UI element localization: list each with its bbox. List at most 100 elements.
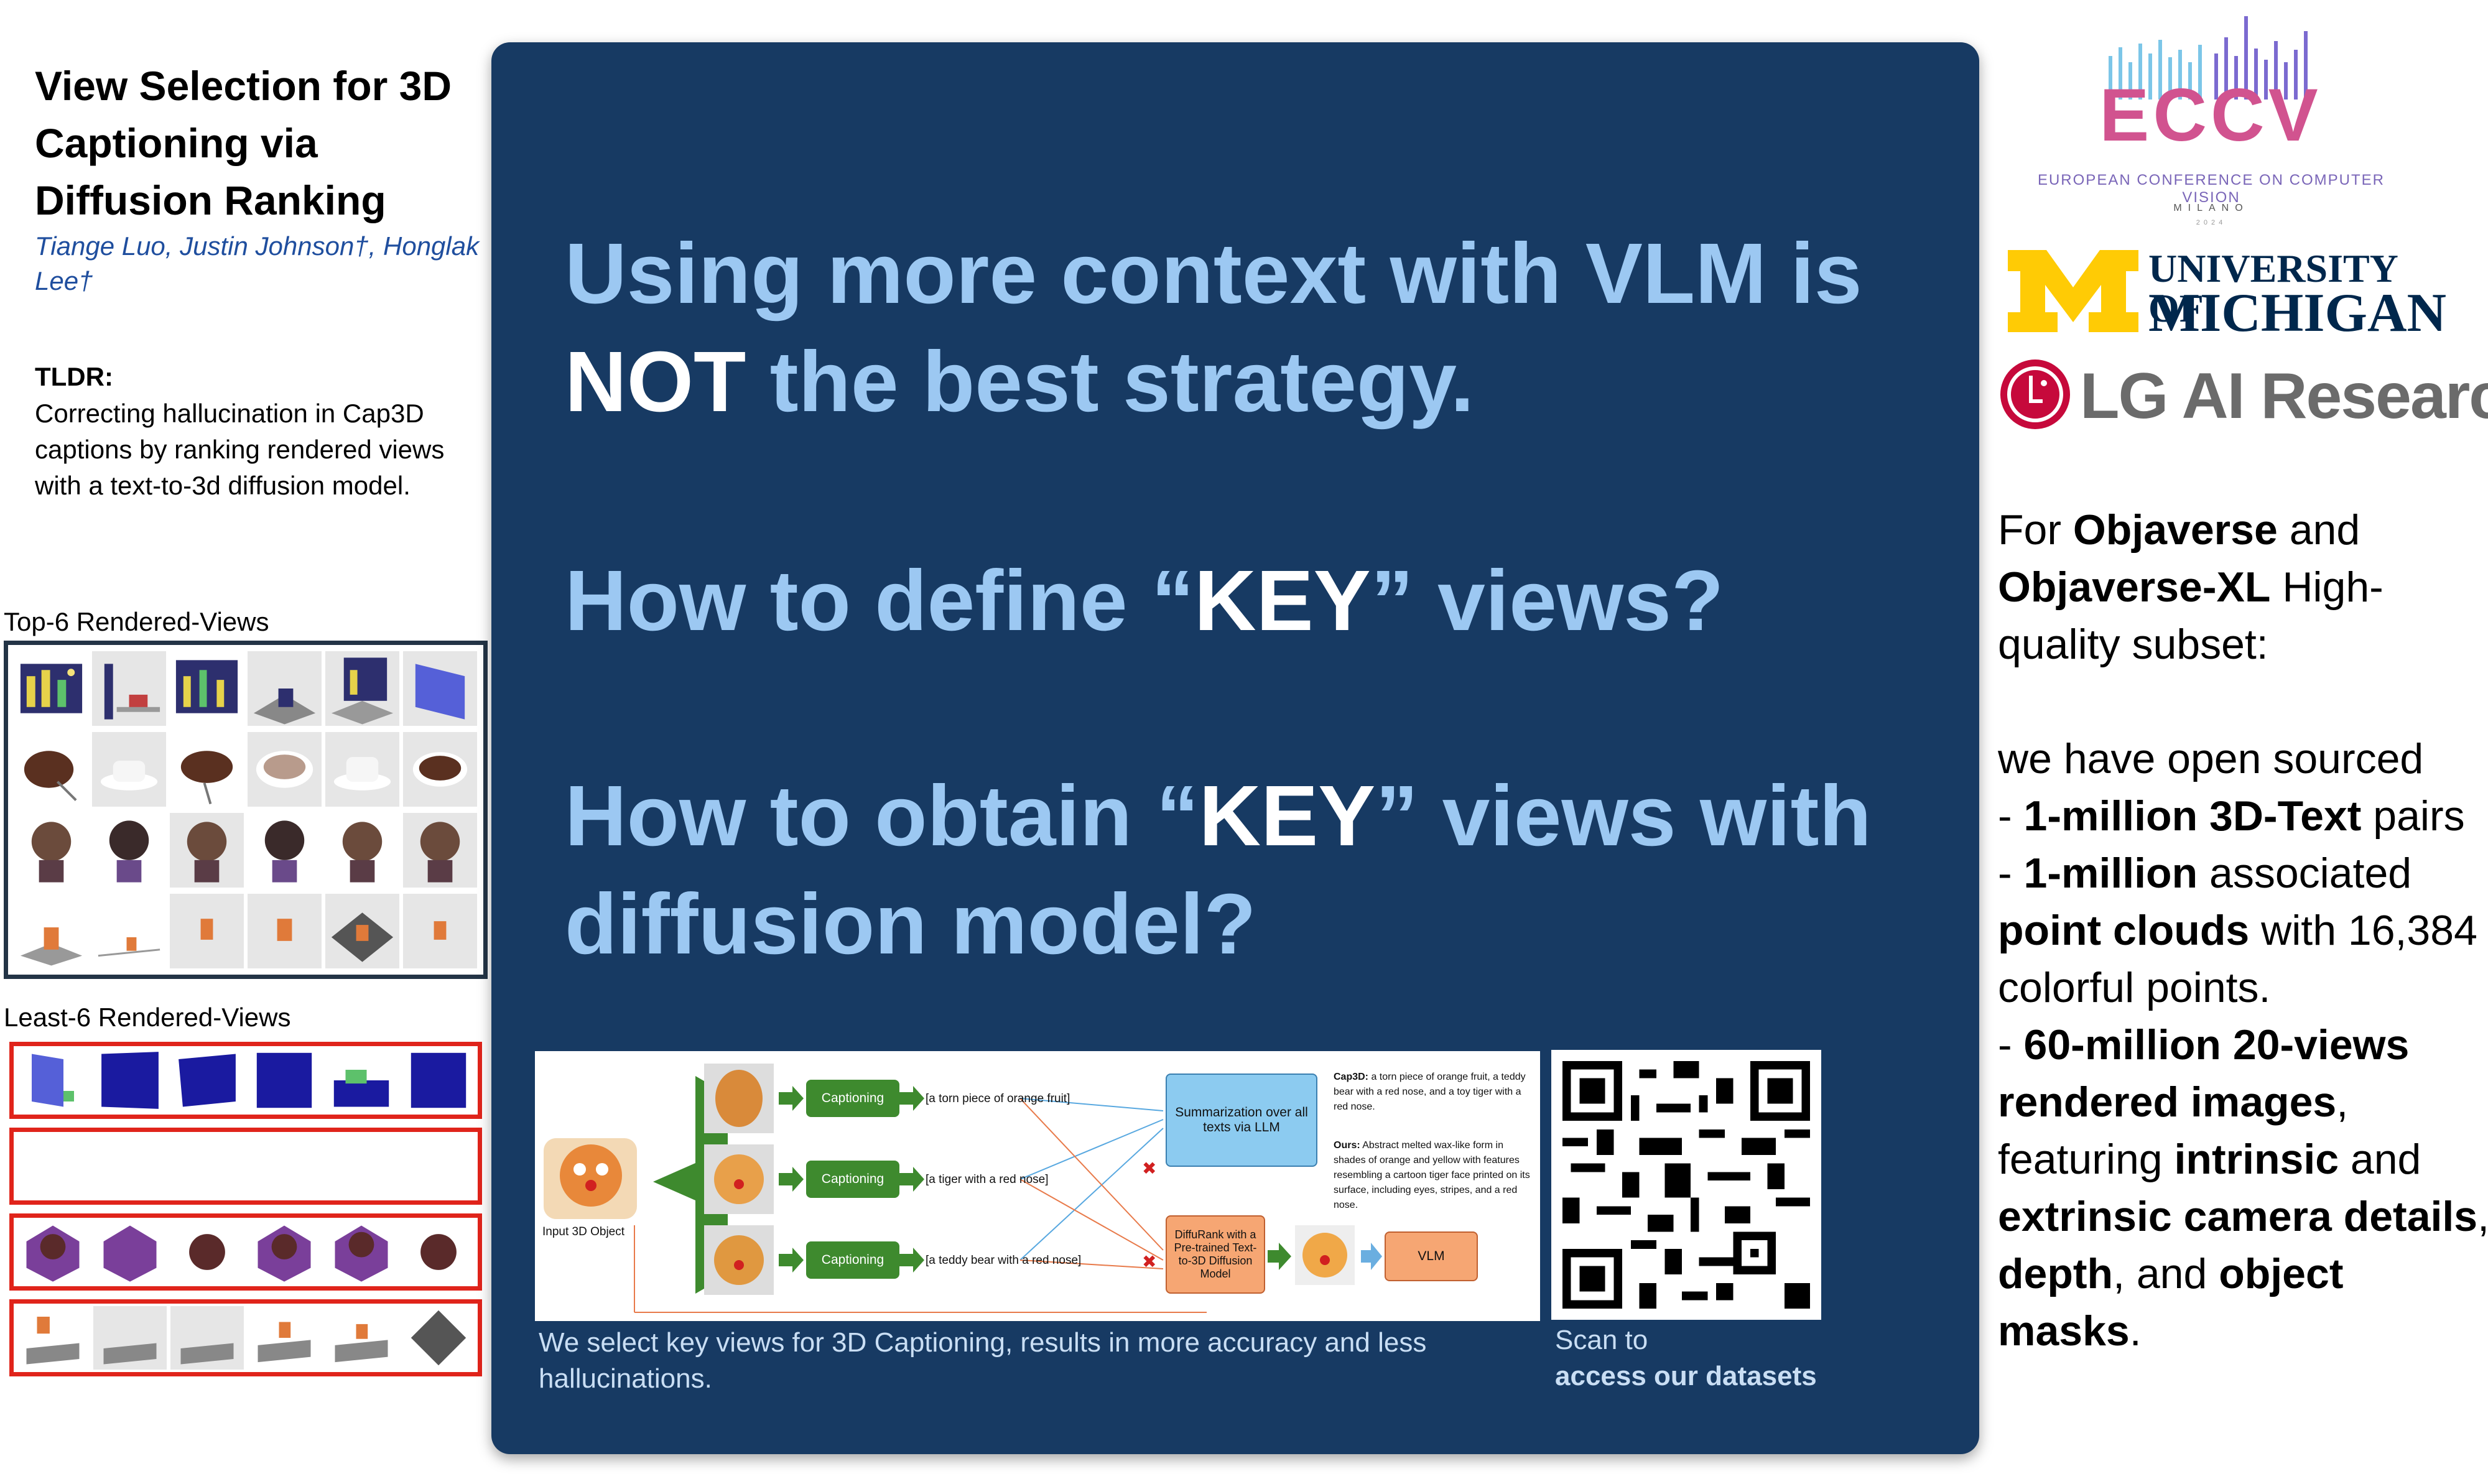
text: pairs [2361, 792, 2465, 840]
dataset-description: For Objaverse and Objaverse-XL High-qual… [1998, 501, 2488, 1360]
lg-logo: LG AI Research [1998, 352, 2488, 445]
render-thumb [248, 1220, 321, 1284]
top-row-box [14, 894, 477, 968]
render-thumb [248, 813, 322, 888]
eccv-year: 2024 [2196, 219, 2227, 226]
question-emphasis: NOT [565, 334, 746, 430]
diffurank-box: DiffuRank with a Pre-trained Text-to-3D … [1166, 1215, 1265, 1294]
text: with 16,384 colorful points. [1998, 907, 2477, 1011]
render-thumb [14, 651, 88, 726]
emphasis: 60-million 20-views rendered images [1998, 1021, 2410, 1126]
question-line-1: Using more context with VLM is [565, 220, 1958, 327]
least-row-city [9, 1042, 482, 1119]
eccv-wordmark: ECCV [2099, 73, 2322, 157]
text: - [1998, 850, 2024, 897]
emphasis: point clouds [1998, 907, 2250, 954]
render-thumb [16, 1049, 90, 1112]
render-thumb [170, 1049, 244, 1112]
render-thumb [170, 651, 244, 726]
render-thumb [170, 732, 244, 807]
render-thumb [92, 813, 166, 888]
question-text: Using more context with VLM is [565, 226, 1862, 322]
bullet-point-clouds: - 1-million associated point clouds with… [1998, 845, 2488, 1016]
pipeline-figure: ✖ ✖ Input 3D Object Captioning Captionin… [535, 1051, 1540, 1321]
poster-title: View Selection for 3D Captioning via Dif… [35, 63, 452, 223]
render-thumb [248, 1134, 321, 1198]
top-row-city [14, 651, 477, 726]
objaverse-name: Objaverse [2073, 506, 2278, 554]
render-thumb [92, 894, 166, 968]
render-thumb [402, 1306, 475, 1370]
render-thumb [402, 1134, 475, 1198]
scan-link[interactable]: access our datasets [1555, 1361, 1817, 1391]
qr-code-icon [1562, 1061, 1810, 1309]
render-thumb [325, 1134, 398, 1198]
input-object-label: Input 3D Object [542, 1225, 625, 1238]
render-thumb [14, 732, 88, 807]
text: and [2277, 506, 2360, 554]
question-emphasis: KEY [1194, 553, 1371, 649]
ours-result: Ours: Abstract melted wax-like form in s… [1334, 1138, 1533, 1213]
eccv-city: MILANO [2173, 203, 2249, 213]
render-thumb [325, 1049, 398, 1112]
render-thumb [14, 894, 88, 968]
emphasis: 1-million [2023, 850, 2198, 897]
text: , and [2113, 1250, 2219, 1297]
emphasis: object masks [1998, 1250, 2344, 1355]
text: and [2339, 1136, 2421, 1183]
render-thumb [248, 1049, 321, 1112]
render-thumb [325, 1306, 398, 1370]
emphasis: depth [1998, 1250, 2114, 1297]
render-thumb [403, 732, 477, 807]
least-views-label: Least-6 Rendered-Views [4, 1003, 291, 1032]
emphasis: intrinsic [2174, 1136, 2339, 1183]
render-thumb [325, 651, 399, 726]
umich-line1: UNIVERSITY OF [2148, 246, 2397, 330]
lg-emblem-icon [2000, 359, 2070, 429]
render-thumb [16, 1134, 90, 1198]
render-thumb [170, 813, 244, 888]
render-thumb [248, 1306, 321, 1370]
cap3d-text: a torn piece of orange fruit, a teddy be… [1334, 1072, 1526, 1112]
render-thumb [93, 1134, 167, 1198]
render-thumb [248, 894, 322, 968]
question-line-4: How to obtain “KEY” views with [565, 763, 1958, 870]
question-emphasis: KEY [1199, 768, 1376, 864]
render-thumb [170, 894, 244, 968]
umich-line2: MICHIGAN [2148, 283, 2447, 343]
caption-text: [a tiger with a red nose] [926, 1173, 1049, 1186]
ours-label: Ours: [1334, 1140, 1360, 1151]
tldr-heading: TLDR: [35, 362, 113, 391]
render-thumb [93, 1306, 167, 1370]
text: For [1998, 506, 2073, 554]
captioning-box: Captioning [806, 1161, 899, 1198]
question-line-2: NOT the best strategy. [565, 328, 1958, 435]
render-thumb [403, 813, 477, 888]
dataset-intro: For Objaverse and Objaverse-XL High-qual… [1998, 501, 2488, 673]
question-text: the best strategy. [746, 334, 1475, 430]
render-thumb [325, 732, 399, 807]
svg-text:✖: ✖ [1142, 1158, 1156, 1179]
bullet-text-pairs: - 1-million 3D-Text pairs [1998, 787, 2488, 845]
figure-caption: We select key views for 3D Captioning, r… [539, 1327, 1427, 1394]
dataset-qr-code[interactable] [1551, 1050, 1821, 1320]
render-thumb [16, 1306, 90, 1370]
text: , [2477, 1193, 2488, 1240]
text: . [2129, 1307, 2142, 1355]
least-row-cup [9, 1128, 482, 1205]
question-line-5: diffusion model? [565, 871, 1958, 978]
captioning-box: Captioning [806, 1080, 899, 1117]
render-thumb [248, 651, 322, 726]
render-thumb [170, 1220, 244, 1284]
caption-text: [a torn piece of orange fruit] [926, 1092, 1070, 1105]
text: - [1998, 1021, 2024, 1069]
text: , featuring [1998, 1078, 2349, 1183]
emphasis: extrinsic camera details [1998, 1193, 2478, 1240]
text: - [1998, 792, 2024, 840]
eccv-logo: ECCV EUROPEAN CONFERENCE ON COMPUTER VIS… [2009, 12, 2413, 236]
render-thumb [325, 894, 399, 968]
top-views-label: Top-6 Rendered-Views [4, 607, 269, 636]
caption-text: [a teddy bear with a red nose] [926, 1254, 1082, 1267]
render-thumb [402, 1049, 475, 1112]
render-thumb [14, 813, 88, 888]
